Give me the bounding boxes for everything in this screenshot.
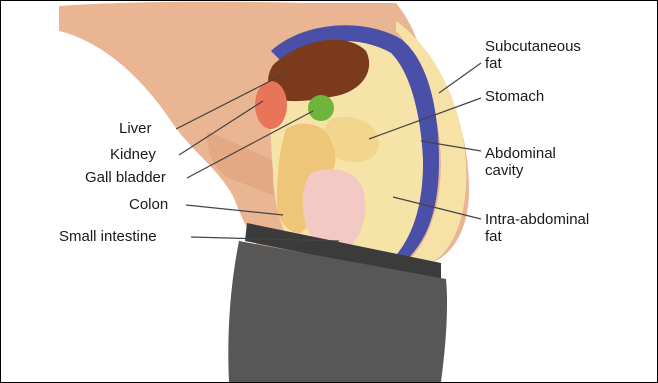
colon-label: Colon xyxy=(129,196,168,213)
subcutaneous-fat-label: Subcutaneous fat xyxy=(485,38,581,72)
small-intestine-label: Small intestine xyxy=(59,228,157,245)
subcutaneous-fat-label-line1: Subcutaneous xyxy=(485,38,581,55)
intra-abdominal-fat-label-line1: Intra-abdominal xyxy=(485,211,589,228)
abdominal-cavity-label: Abdominal cavity xyxy=(485,145,556,179)
kidney-label: Kidney xyxy=(110,146,156,163)
abdominal-cavity-label-line2: cavity xyxy=(485,162,556,179)
kidney xyxy=(255,81,287,129)
intra-abdominal-fat-label: Intra-abdominal fat xyxy=(485,211,589,245)
intra-abdominal-fat-label-line2: fat xyxy=(485,228,589,245)
abdominal-cavity-label-line1: Abdominal xyxy=(485,145,556,162)
gall-bladder-label: Gall bladder xyxy=(85,169,166,186)
liver-label: Liver xyxy=(119,120,152,137)
subcutaneous-fat-leader-line xyxy=(439,63,481,93)
gall-bladder xyxy=(308,95,334,121)
stomach-label: Stomach xyxy=(485,88,544,105)
subcutaneous-fat-label-line2: fat xyxy=(485,55,581,72)
